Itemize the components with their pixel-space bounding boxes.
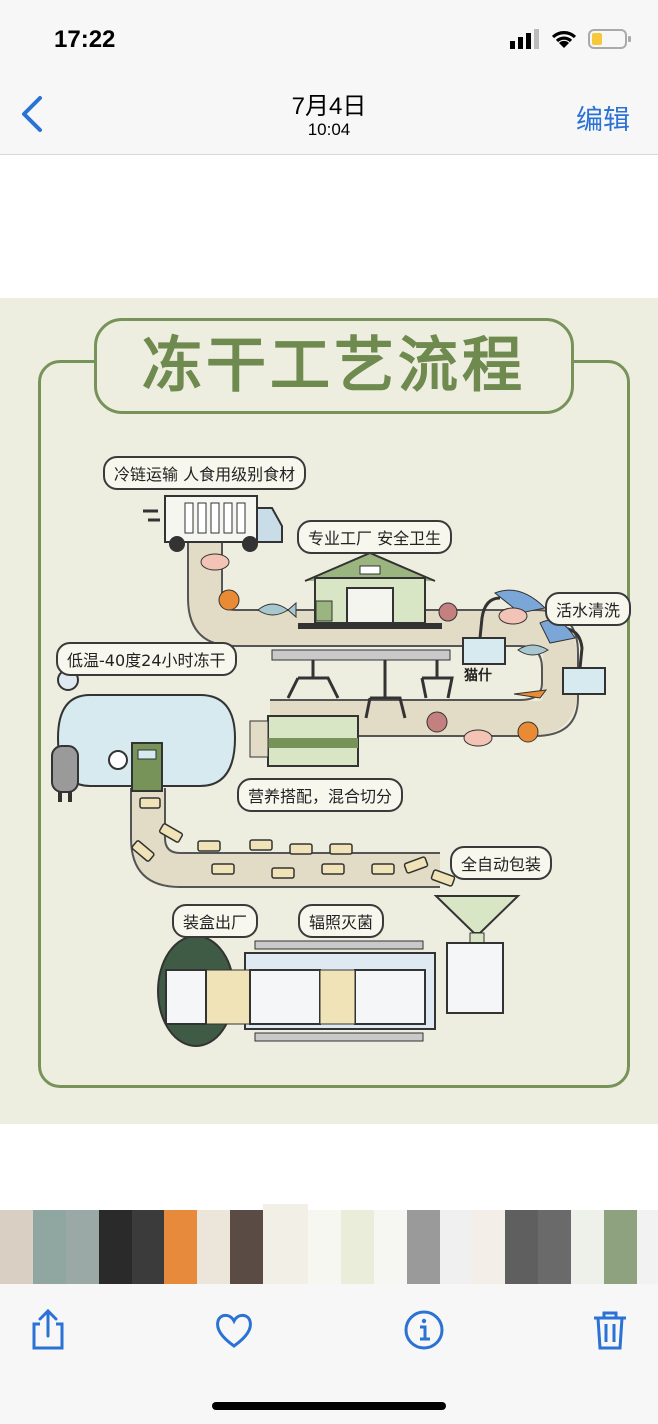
thumbnail[interactable]	[197, 1210, 231, 1284]
sterilizer-icon	[157, 935, 436, 1047]
thumbnail[interactable]	[98, 1210, 132, 1284]
process-illustration	[51, 495, 606, 1047]
status-time: 17:22	[54, 26, 116, 53]
photo-time: 10:04	[307, 120, 351, 139]
food-pieces	[131, 797, 456, 887]
thumbnail[interactable]	[373, 1210, 407, 1284]
photo-viewer[interactable]: 冻干工艺流程	[0, 298, 658, 1124]
heart-icon[interactable]	[212, 1308, 256, 1352]
factory-icon	[298, 551, 442, 629]
bucket-icon	[315, 600, 333, 622]
status-icons	[510, 28, 632, 50]
thumbnail[interactable]	[0, 1210, 33, 1284]
thumbnail-strip[interactable]	[0, 1204, 658, 1290]
thumbnail[interactable]	[340, 1210, 374, 1284]
fish-icon	[257, 601, 297, 619]
thumbnail[interactable]	[439, 1210, 473, 1284]
photo-date: 7月4日	[291, 93, 367, 120]
label-wash: 活水清洗	[545, 592, 632, 626]
freeze-dryer-icon	[51, 669, 237, 802]
robot-arm-icon	[271, 649, 454, 733]
thumbnail[interactable]	[406, 1210, 440, 1284]
thumbnail[interactable]	[604, 1210, 637, 1284]
edit-button[interactable]: 编辑	[576, 105, 630, 136]
label-box-out: 装盒出厂	[172, 904, 259, 938]
trash-icon[interactable]	[588, 1308, 632, 1352]
signal-icon	[510, 29, 539, 49]
ham-icon	[438, 602, 458, 622]
infographic-title: 冻干工艺流程	[94, 318, 574, 414]
thumbnail[interactable]	[263, 1204, 309, 1290]
thumbnail[interactable]	[636, 1210, 658, 1284]
label-sterilize: 辐照灭菌	[298, 904, 385, 938]
mixer-machine-icon	[249, 715, 359, 767]
bottom-toolbar	[0, 1284, 658, 1424]
share-icon[interactable]	[26, 1308, 70, 1352]
label-cold-chain: 冷链运输 人食用级别食材	[103, 456, 307, 490]
truck-icon	[143, 495, 283, 552]
faucet-icon	[462, 589, 606, 695]
thumbnail[interactable]	[505, 1210, 539, 1284]
label-pack: 全自动包装	[450, 846, 553, 880]
battery-icon	[588, 29, 631, 49]
label-mix: 营养搭配，混合切分	[237, 778, 404, 812]
thumbnail[interactable]	[32, 1210, 66, 1284]
home-indicator	[212, 1402, 446, 1410]
thumbnail[interactable]	[472, 1210, 506, 1284]
info-icon[interactable]	[402, 1308, 446, 1352]
back-chevron-icon[interactable]	[14, 94, 50, 134]
thumbnail[interactable]	[164, 1210, 198, 1284]
pumpkin-icon	[218, 589, 240, 611]
thumbnail[interactable]	[538, 1210, 572, 1284]
package-brand: 猫什	[464, 668, 492, 684]
wifi-icon	[551, 31, 577, 48]
meat-icon	[200, 553, 230, 571]
status-bar: 17:22	[0, 0, 658, 80]
label-freeze: 低温-40度24小时冻干	[56, 642, 237, 676]
packaging-funnel-icon	[433, 895, 521, 1014]
thumbnail[interactable]	[131, 1210, 165, 1284]
thumbnail[interactable]	[571, 1210, 605, 1284]
thumbnail[interactable]	[230, 1210, 264, 1284]
thumbnail[interactable]	[65, 1210, 99, 1284]
carrot-icon	[513, 689, 548, 699]
nav-bar: 7月4日 10:04 编辑	[0, 80, 658, 155]
thumbnail[interactable]	[308, 1210, 341, 1284]
conveyor-belt-bottom	[131, 788, 440, 887]
label-factory: 专业工厂 安全卫生	[297, 520, 453, 554]
